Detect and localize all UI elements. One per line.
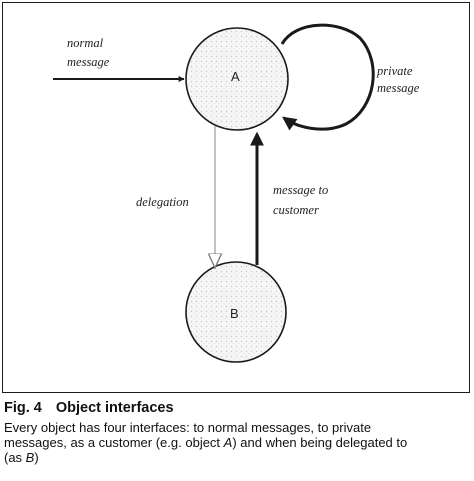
figure-frame (2, 2, 470, 393)
caption-line-3: (as B) (4, 450, 470, 465)
customer-message-label-line2: customer (273, 203, 319, 217)
caption-object-b: B (25, 450, 35, 465)
node-b: B (185, 261, 287, 363)
figure-title: Object interfaces (55, 400, 174, 416)
private-message-label-line2: message (377, 81, 420, 95)
caption-line-2-start: messages, as a customer (e.g. object (4, 435, 224, 450)
node-b-label: B (230, 306, 239, 321)
caption-line-3-end: ) (34, 450, 39, 465)
delegation-label: delegation (136, 195, 189, 209)
node-a-circle (185, 27, 289, 131)
object-interfaces-diagram: A B normal message private message deleg… (53, 23, 420, 363)
caption-line-2: messages, as a customer (e.g. object A) … (4, 435, 470, 450)
caption-line-2-end: ) and when being delegated to (232, 435, 408, 450)
caption-heading: Fig. 4 Object interfaces (4, 400, 470, 416)
customer-message-edge: message to customer (250, 131, 328, 265)
private-message-loop (280, 23, 375, 131)
caption-line-1: Every object has four interfaces: to nor… (4, 420, 372, 435)
private-message-edge (280, 23, 375, 131)
figure-caption: Fig. 4 Object interfaces Every object has… (4, 400, 470, 465)
node-b-circle (185, 261, 287, 363)
normal-message-label-line1: normal (67, 36, 104, 50)
customer-message-label-line1: message to (273, 183, 328, 197)
node-a: A (185, 27, 289, 131)
private-message-label-line1: private (376, 64, 413, 78)
caption-object-a: A (223, 435, 233, 450)
delegation-edge: delegation (136, 126, 215, 268)
node-a-label: A (231, 69, 240, 84)
normal-message-label-line2: message (67, 55, 110, 69)
caption-line-3-start: (as (4, 450, 26, 465)
private-message-label: private message (376, 64, 420, 95)
figure-number: Fig. 4 (4, 400, 42, 416)
caption-text: Every object has four interfaces: to nor… (4, 420, 470, 465)
normal-message-edge: normal message (53, 36, 185, 82)
